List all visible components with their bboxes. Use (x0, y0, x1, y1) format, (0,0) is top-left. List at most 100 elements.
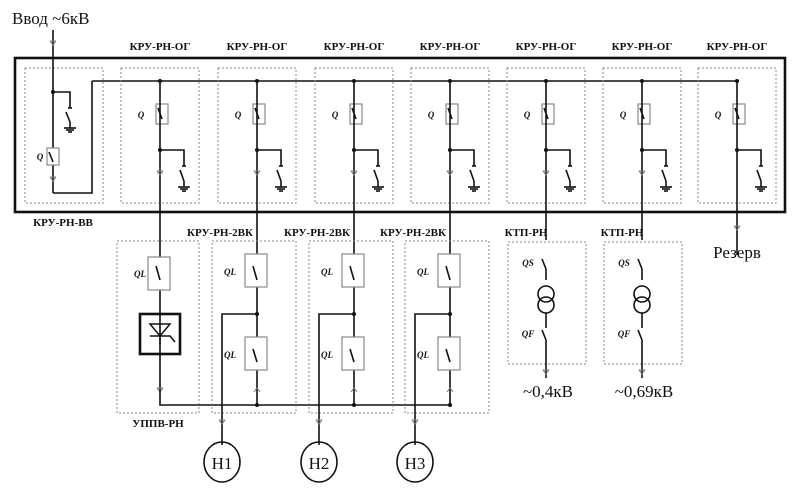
transformer-icon (537, 285, 555, 303)
switch-label: QL (224, 350, 236, 360)
motor-load-icon (396, 441, 434, 483)
switchgear-frame (13, 56, 787, 214)
switch-blade-icon (445, 265, 451, 281)
input-label: Ввод ~6кВ (12, 9, 89, 28)
switch-blade-icon (565, 169, 571, 182)
junction-dot (352, 403, 356, 407)
circuit-breaker-box (349, 103, 363, 125)
switch-box (341, 253, 365, 288)
transformer-icon (633, 296, 651, 314)
breaker-label: Q (235, 110, 242, 120)
terminal-icon (49, 40, 57, 46)
switch-label: QL (224, 267, 236, 277)
feeder-cell-label: КРУ-РН-ОГ (612, 41, 673, 53)
terminal-icon (350, 170, 358, 176)
cell-2vk (308, 240, 394, 414)
motor-load-icon (300, 441, 338, 483)
ktp-cell-label: КТП-РН (505, 227, 548, 239)
switch-blade-icon (179, 169, 185, 182)
wire (354, 149, 379, 166)
wire (318, 313, 354, 445)
output-voltage-label: ~0,69кВ (615, 382, 674, 401)
switch-label: QL (417, 267, 429, 277)
disconnector-label: QS (522, 258, 534, 268)
switch-blade-icon (469, 169, 475, 182)
breaker-label: Q (332, 110, 339, 120)
terminal-icon (350, 387, 358, 393)
terminal-icon (253, 170, 261, 176)
wire (160, 149, 185, 166)
switch-blade-icon (349, 348, 355, 363)
switch-label: QL (321, 267, 333, 277)
feeder-cell-label: КРУ-РН-ОГ (324, 41, 385, 53)
output-voltage-label: ~0,4кВ (523, 382, 573, 401)
wire (737, 149, 762, 166)
switch-box (244, 253, 268, 288)
circuit-breaker-box (541, 103, 555, 125)
cell-2vk (404, 240, 490, 414)
breaker-label: Q (428, 110, 435, 120)
wire (159, 390, 450, 406)
terminal-icon (542, 369, 550, 375)
switch-blade-icon (661, 169, 667, 182)
terminal-icon (638, 170, 646, 176)
circuit-breaker-box (46, 147, 60, 166)
circuit-breaker-box (637, 103, 651, 125)
switch-blade-icon (637, 329, 643, 341)
wire (546, 149, 571, 166)
cell-uppv (116, 240, 200, 414)
terminal-icon (733, 225, 741, 231)
switch-blade-icon (48, 151, 54, 163)
terminal-icon (542, 170, 550, 176)
breaker-label: Q (524, 110, 531, 120)
junction-dot (448, 403, 452, 407)
switch-blade-icon (373, 169, 379, 182)
switch-box (437, 336, 461, 371)
wire (257, 149, 282, 166)
terminal-icon (253, 387, 261, 393)
transformer-icon (537, 296, 555, 314)
uppv-cell-label: УППВ-РН (132, 418, 184, 430)
cell-ktp (507, 241, 587, 365)
feeder-cell-label: КРУ-РН-ОГ (516, 41, 577, 53)
vk-cell-label: КРУ-РН-2ВК (380, 227, 446, 239)
thyristor-converter-box (138, 312, 182, 356)
cell-ktp (603, 241, 683, 365)
breaker-label: Q (620, 110, 627, 120)
switch-blade-icon (349, 265, 355, 281)
junction-dot (255, 403, 259, 407)
terminal-icon (315, 419, 323, 425)
reserve-label: Резерв (713, 243, 761, 262)
load-label: Н2 (309, 454, 330, 473)
switch-box (147, 256, 171, 291)
switch-label: QL (134, 269, 146, 279)
vk-cell-label: КРУ-РН-2ВК (187, 227, 253, 239)
terminal-icon (638, 369, 646, 375)
load-label: Н3 (405, 454, 426, 473)
terminal-icon (411, 419, 419, 425)
terminal-icon (446, 387, 454, 393)
wire (642, 149, 667, 166)
feeder-cell-label: КРУ-РН-ОГ (420, 41, 481, 53)
thyristor-icon (148, 323, 176, 344)
ktp-cell-label: КТП-РН (601, 227, 644, 239)
switch-box (437, 253, 461, 288)
transformer-icon (633, 285, 651, 303)
switch-label: QL (321, 350, 333, 360)
feeder-cell-label: КРУ-РН-ОГ (227, 41, 288, 53)
terminal-icon (49, 176, 57, 182)
breaker-label: Q (37, 152, 44, 162)
cell-2vk (211, 240, 297, 414)
switch-blade-icon (541, 329, 547, 341)
disconnector-label: QS (618, 258, 630, 268)
terminal-icon (446, 170, 454, 176)
switch-blade-icon (445, 348, 451, 363)
breaker-label: Q (138, 110, 145, 120)
switch-blade-icon (155, 265, 161, 281)
motor-load-icon (203, 441, 241, 483)
switch-blade-icon (65, 111, 71, 123)
switch-blade-icon (541, 258, 547, 270)
wire (221, 313, 257, 445)
